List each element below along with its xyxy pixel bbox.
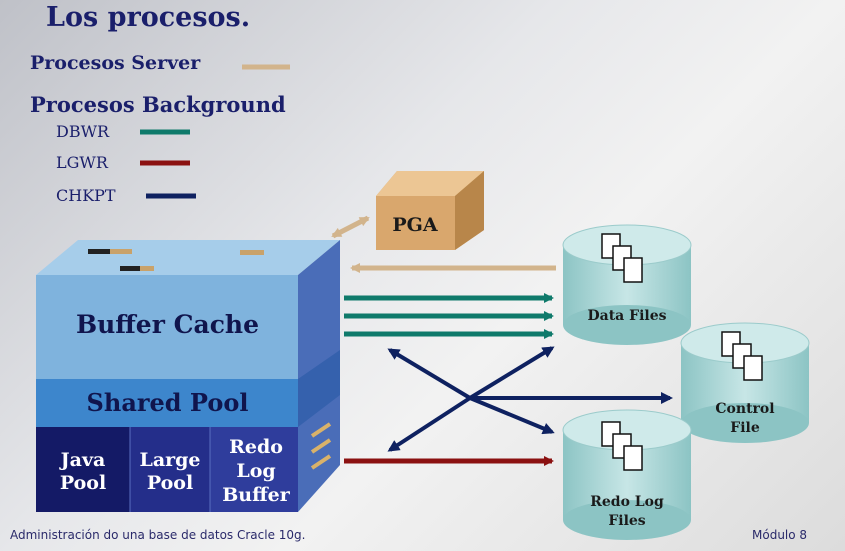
legend-server-label: Procesos Server	[30, 52, 201, 74]
large-pool-label: Large Pool	[130, 449, 210, 495]
large-pool-line: Large	[139, 449, 201, 471]
chkpt-arrow	[387, 348, 472, 400]
data-files-label: Data Files	[587, 308, 667, 324]
control-file-line: File	[730, 420, 760, 436]
buffer-cache-label: Buffer Cache	[75, 310, 259, 339]
buffer-mark	[110, 249, 132, 254]
large-pool-line: Pool	[146, 472, 194, 494]
redo-log-buffer-line: Log	[236, 460, 276, 482]
java-pool-label: Java Pool	[36, 449, 130, 495]
pga-link-arrow	[331, 215, 370, 239]
buffer-mark	[88, 249, 110, 254]
pga-box	[376, 171, 484, 250]
redo-log-files-line: Files	[608, 513, 646, 529]
control-file-line: Control	[715, 401, 775, 417]
document-stack-icon	[721, 331, 763, 381]
legend-chkpt-label: CHKPT	[56, 186, 116, 205]
buffer-mark	[140, 266, 154, 271]
buffer-mark	[240, 250, 264, 255]
redo-log-buffer-line: Buffer	[222, 484, 290, 506]
data-files-cylinder	[562, 224, 692, 345]
redo-log-buffer-label: Redo Log Buffer	[210, 435, 302, 507]
sga-block	[36, 240, 340, 512]
pga-label: PGA	[392, 214, 438, 236]
java-pool-line: Java	[60, 449, 106, 471]
redo-log-files-line: Redo Log	[590, 494, 664, 510]
document-stack-icon	[601, 421, 643, 471]
legend-dbwr-label: DBWR	[56, 122, 110, 141]
page-title: Los procesos.	[46, 2, 251, 33]
redo-entry-mark	[310, 422, 332, 438]
footer-module-label: Módulo 8	[752, 528, 808, 542]
redo-log-buffer-line: Redo	[229, 436, 283, 458]
footer-course-title: Administración do una base de datos Crac…	[10, 528, 306, 542]
java-pool-line: Pool	[59, 472, 107, 494]
redo-entry-mark	[310, 438, 332, 454]
chkpt-arrow	[387, 396, 472, 452]
redo-log-files-label: Redo Log Files	[567, 493, 687, 531]
document-stack-icon	[601, 233, 643, 283]
legend-background-label: Procesos Background	[30, 92, 286, 117]
buffer-mark	[120, 266, 140, 271]
chkpt-arrow	[469, 396, 555, 435]
legend-lgwr-label: LGWR	[56, 153, 108, 172]
chkpt-arrow	[468, 346, 555, 400]
shared-pool-label: Shared Pool	[86, 388, 249, 417]
redo-entry-mark	[310, 454, 332, 470]
control-file-label: Control File	[685, 400, 805, 438]
